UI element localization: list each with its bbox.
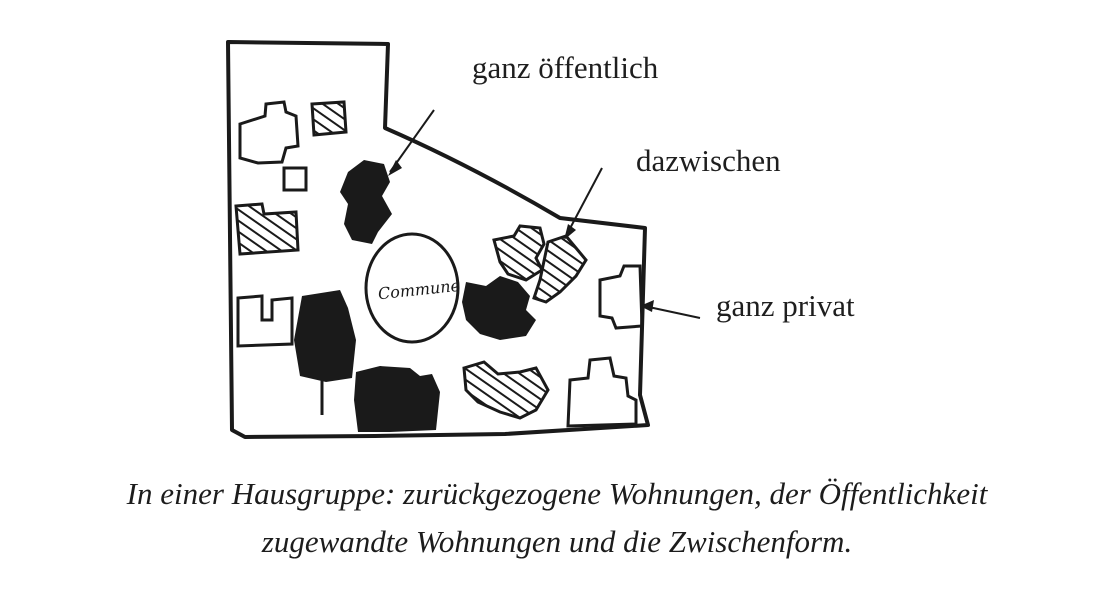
house-private-left-bottom <box>236 294 294 348</box>
house-hatched-middle-left <box>234 202 300 256</box>
house-public-dark-upper <box>340 160 392 244</box>
arrow-to-public-head <box>388 160 402 176</box>
house-private-right-bottom <box>566 356 638 428</box>
house-between-hatched-b <box>532 234 588 304</box>
arrow-to-between <box>565 167 603 237</box>
label-fully-private: ganz privat <box>716 288 855 323</box>
house-hatched-top <box>310 100 348 137</box>
house-between-hatched-c <box>462 360 550 420</box>
house-public-dark-bottom <box>354 366 440 432</box>
arrow-to-private <box>643 305 701 319</box>
house-public-dark-center <box>462 276 536 340</box>
label-fully-public: ganz öffentlich <box>472 50 659 85</box>
arrow-to-public <box>389 109 435 173</box>
house-private-left-top <box>238 100 300 165</box>
commons-scribble: Commune <box>377 276 461 303</box>
commons-circle <box>364 232 460 344</box>
arrow-to-private-head <box>640 300 654 312</box>
tree-crown-block <box>294 290 356 382</box>
caption-line-1: In einer Hausgruppe: zurückgezogene Wohn… <box>126 476 988 511</box>
arrow-to-between-head <box>564 224 576 240</box>
site-boundary <box>226 40 650 439</box>
label-in-between: dazwischen <box>636 143 781 178</box>
house-small-square <box>282 166 308 192</box>
house-between-hatched-a <box>492 224 546 282</box>
caption-line-2: zugewandte Wohnungen und die Zwischenfor… <box>261 524 853 559</box>
house-private-right <box>598 264 644 330</box>
